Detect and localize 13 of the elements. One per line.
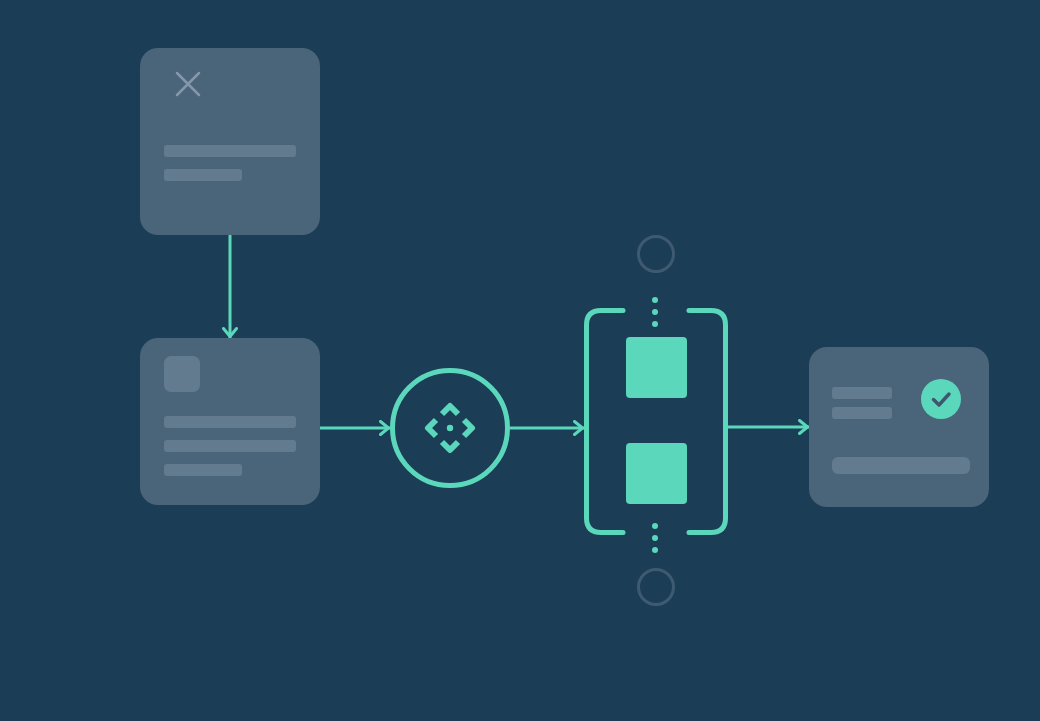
arrow: [510, 420, 584, 436]
result-card: [809, 347, 989, 507]
process-circle: [390, 368, 510, 488]
arrow: [728, 419, 809, 435]
arrow: [222, 235, 238, 338]
content-card: [140, 338, 320, 505]
placeholder-circle: [637, 235, 675, 273]
bracket-group: [584, 308, 728, 535]
dialog-card: [140, 48, 320, 235]
block: [626, 337, 687, 398]
placeholder-circle: [637, 568, 675, 606]
block: [626, 443, 687, 504]
arrow: [320, 420, 390, 436]
